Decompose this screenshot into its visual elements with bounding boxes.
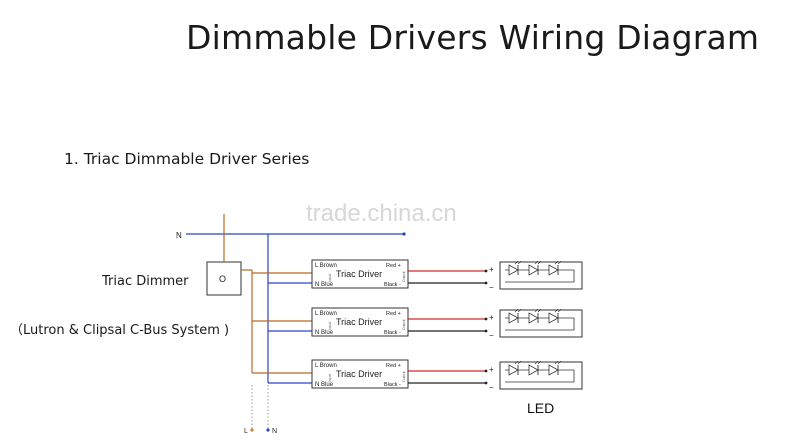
- driver-input-side-label: Input: [328, 274, 332, 282]
- led-module-box: [499, 309, 583, 338]
- terminal-plus-label: +: [489, 313, 494, 322]
- driver-output-side-label: Output: [402, 271, 406, 282]
- driver-n-blue-label: N Blue: [315, 382, 334, 388]
- led-emission-ray: [514, 260, 519, 265]
- triac-dimmer: O: [206, 261, 242, 296]
- terminal-minus-label: −: [489, 331, 494, 340]
- driver-l-brown-label: L Brown: [315, 363, 337, 369]
- neutral-bus-end: [402, 232, 406, 236]
- led-emission-ray: [517, 360, 522, 365]
- driver-input-side-label: Input: [328, 374, 332, 382]
- terminal-negative-dot: [484, 281, 488, 285]
- led-module-box: [499, 261, 583, 290]
- led-emission-ray: [534, 308, 539, 313]
- led-diode-icon: [508, 312, 519, 324]
- page-title: Dimmable Drivers Wiring Diagram: [186, 18, 760, 57]
- driver-red-plus-label: Red +: [386, 363, 401, 369]
- led-emission-ray: [537, 308, 542, 313]
- driver-black-minus-label: Black -: [384, 330, 401, 336]
- terminal-negative-dot: [484, 329, 488, 333]
- driver-box: [311, 259, 409, 289]
- terminal-plus-label: +: [489, 265, 494, 274]
- led-diode-icon: [548, 312, 559, 324]
- led-emission-ray: [534, 360, 539, 365]
- driver-n-blue-label: N Blue: [315, 282, 334, 288]
- led-emission-ray: [517, 260, 522, 265]
- led-emission-ray: [537, 260, 542, 265]
- driver-l-brown-label: L Brown: [315, 311, 337, 317]
- led-emission-ray: [557, 260, 562, 265]
- terminal-positive-dot: [484, 317, 488, 321]
- driver-name-label: Triac Driver: [336, 369, 382, 379]
- led-diode-icon: [528, 364, 539, 376]
- section-heading: 1. Triac Dimmable Driver Series: [64, 150, 310, 168]
- led-diode-icon: [548, 364, 559, 376]
- driver-black-minus-label: Black -: [384, 382, 401, 388]
- led-emission-ray: [554, 360, 559, 365]
- led-emission-ray: [554, 308, 559, 313]
- terminal-positive-dot: [484, 369, 488, 373]
- terminal-plus-label: +: [489, 365, 494, 374]
- led-emission-ray: [514, 308, 519, 313]
- dimmer-system-label: （Lutron & Clipsal C-Bus System ): [10, 323, 230, 338]
- dimmer-box: [206, 261, 242, 296]
- driver-red-plus-label: Red +: [386, 263, 401, 269]
- driver-black-minus-label: Black -: [384, 282, 401, 288]
- led-emission-ray: [554, 260, 559, 265]
- led-emission-ray: [557, 308, 562, 313]
- neutral-top-label: N: [176, 231, 182, 240]
- led-emission-ray: [517, 308, 522, 313]
- led-emission-ray: [557, 360, 562, 365]
- led-emission-ray: [514, 360, 519, 365]
- driver-output-side-label: Output: [402, 371, 406, 382]
- terminal-minus-label: −: [489, 283, 494, 292]
- live-bottom-dot: [250, 428, 254, 432]
- led-diode-icon: [528, 312, 539, 324]
- terminal-positive-dot: [484, 269, 488, 273]
- led-diode-icon: [508, 364, 519, 376]
- driver-box: [311, 307, 409, 337]
- driver-red-plus-label: Red +: [386, 311, 401, 317]
- wires-layer: [186, 214, 406, 432]
- neutral-bottom-dot: [266, 428, 270, 432]
- led-diode-icon: [528, 264, 539, 276]
- driver-l-brown-label: L Brown: [315, 263, 337, 269]
- driver-output-side-label: Output: [402, 319, 406, 330]
- led-module-box: [499, 361, 583, 390]
- live-bottom-label: L: [244, 428, 248, 435]
- led-emission-ray: [537, 360, 542, 365]
- triac-dimmer-label: Triac Dimmer: [102, 274, 189, 289]
- led-emission-ray: [534, 260, 539, 265]
- driver-n-blue-label: N Blue: [315, 330, 334, 336]
- driver-name-label: Triac Driver: [336, 269, 382, 279]
- led-diode-icon: [548, 264, 559, 276]
- led-label: LED: [527, 400, 554, 416]
- neutral-bottom-label: N: [272, 428, 277, 435]
- driver-input-side-label: Input: [328, 322, 332, 330]
- dimmer-symbol: O: [219, 274, 226, 284]
- watermark-text: trade.china.cn: [306, 200, 457, 227]
- terminal-negative-dot: [484, 381, 488, 385]
- driver-box: [311, 359, 409, 389]
- led-diode-icon: [508, 264, 519, 276]
- driver-name-label: Triac Driver: [336, 317, 382, 327]
- terminal-minus-label: −: [489, 383, 494, 392]
